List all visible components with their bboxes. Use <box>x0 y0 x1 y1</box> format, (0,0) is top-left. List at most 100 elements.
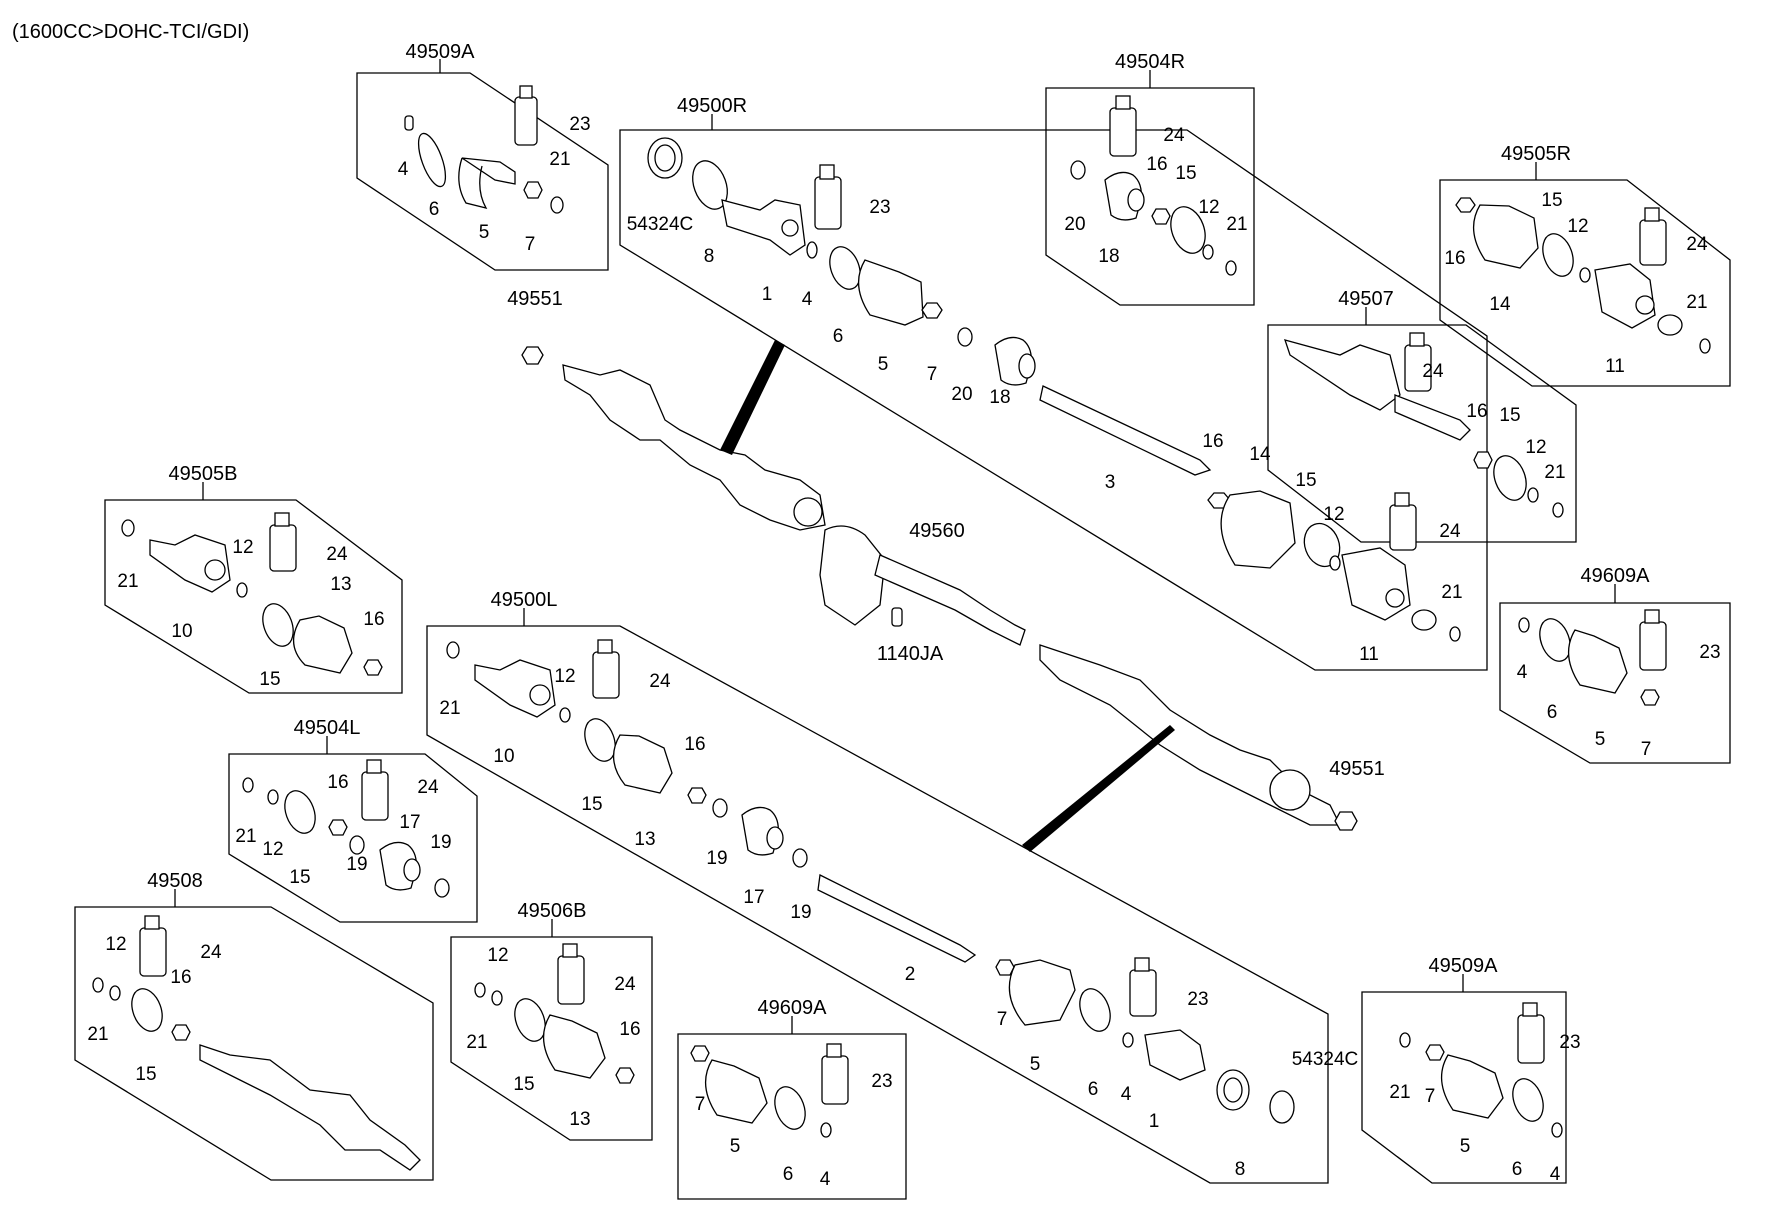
part-callout-c57: 13 <box>634 829 655 850</box>
part-callout-c1: 4 <box>398 159 409 180</box>
part-callout-c44: 21 <box>117 571 138 592</box>
part-callout-c10: 23 <box>869 197 890 218</box>
group-title-g4: 49505R <box>1501 143 1571 165</box>
part-callout-c80: 19 <box>346 854 367 875</box>
group-frames <box>74 72 1731 1200</box>
part-callout-c54: 10 <box>493 746 514 767</box>
main-part-label-m2: 49560 <box>909 520 965 542</box>
group-title-g11: 49506B <box>518 900 587 922</box>
part-callout-c28: 20 <box>1064 214 1085 235</box>
part-callout-c31: 21 <box>1226 214 1247 235</box>
part-callout-c7: 54324C <box>627 214 694 235</box>
part-callout-c88: 12 <box>487 945 508 966</box>
part-callout-c64: 23 <box>1187 989 1208 1010</box>
main-part-label-m4: 49551 <box>1329 758 1385 780</box>
group-title-g6: 49505B <box>169 463 238 485</box>
part-drawings <box>92 85 1711 1171</box>
part-callout-c102: 5 <box>1460 1136 1471 1157</box>
part-callout-c56: 15 <box>581 794 602 815</box>
part-callout-c24: 11 <box>1359 644 1379 665</box>
part-callout-c59: 17 <box>743 887 764 908</box>
part-callout-c33: 12 <box>1567 216 1588 237</box>
part-callout-c15: 20 <box>951 384 972 405</box>
part-callout-c43: 21 <box>1544 462 1565 483</box>
part-callout-c83: 12 <box>105 934 126 955</box>
part-callout-c75: 16 <box>327 772 348 793</box>
part-callout-c96: 5 <box>730 1136 741 1157</box>
part-callout-c8: 8 <box>704 246 715 267</box>
part-callout-c16: 18 <box>989 387 1010 408</box>
part-callout-c48: 13 <box>330 574 351 595</box>
part-callout-c2: 6 <box>429 199 440 220</box>
part-callout-c32: 15 <box>1541 190 1562 211</box>
part-callout-c50: 15 <box>259 669 280 690</box>
part-callout-c87: 15 <box>135 1064 156 1085</box>
part-callout-c68: 54324C <box>1292 1049 1359 1070</box>
part-callout-c26: 16 <box>1146 154 1167 175</box>
group-title-g5: 49507 <box>1338 288 1394 310</box>
part-callout-c36: 14 <box>1489 294 1511 315</box>
part-callout-c99: 21 <box>1389 1082 1410 1103</box>
group-title-g3: 49504R <box>1115 51 1185 73</box>
part-callout-c23: 21 <box>1441 582 1462 603</box>
part-callout-c104: 4 <box>1550 1164 1561 1185</box>
part-callout-c18: 16 <box>1202 431 1223 452</box>
part-callout-c52: 12 <box>554 666 575 687</box>
part-callout-c67: 1 <box>1149 1111 1160 1132</box>
part-callout-c58: 19 <box>706 848 727 869</box>
part-callout-c46: 24 <box>326 544 348 565</box>
part-callout-c5: 21 <box>549 149 570 170</box>
part-callout-c22: 24 <box>1439 521 1461 542</box>
part-callout-c20: 15 <box>1295 470 1316 491</box>
part-callout-c12: 6 <box>833 326 844 347</box>
part-callout-c77: 21 <box>235 826 256 847</box>
part-callout-c79: 17 <box>399 812 420 833</box>
part-callout-c97: 6 <box>783 1164 794 1185</box>
part-callout-c29: 18 <box>1098 246 1119 267</box>
part-callout-c65: 6 <box>1088 1079 1099 1100</box>
part-callout-c30: 12 <box>1198 197 1219 218</box>
group-title-g9: 49504L <box>294 717 361 739</box>
part-callout-c45: 12 <box>232 537 253 558</box>
group-title-g7: 49500L <box>491 589 558 611</box>
part-callout-c55: 16 <box>684 734 705 755</box>
part-callout-c14: 7 <box>927 364 938 385</box>
group-title-g2: 49500R <box>677 95 747 117</box>
part-callout-c91: 16 <box>619 1019 640 1040</box>
part-callout-c100: 7 <box>1425 1086 1436 1107</box>
part-callout-c49: 16 <box>363 609 384 630</box>
part-callout-c61: 2 <box>905 964 916 985</box>
part-callout-c94: 7 <box>695 1094 706 1115</box>
part-callout-c89: 24 <box>614 974 636 995</box>
part-callout-c11: 4 <box>802 289 813 310</box>
part-callout-c74: 7 <box>1641 739 1652 760</box>
part-callout-c85: 16 <box>170 967 191 988</box>
part-callout-c25: 24 <box>1163 125 1185 146</box>
part-callout-c41: 15 <box>1499 405 1520 426</box>
part-callout-c72: 5 <box>1595 729 1606 750</box>
engine-spec-label: (1600CC>DOHC-TCI/GDI) <box>12 21 249 43</box>
part-callout-c3: 5 <box>479 222 490 243</box>
part-callout-c60: 19 <box>790 902 811 923</box>
part-callout-c84: 24 <box>200 942 222 963</box>
main-drive-shafts <box>521 340 1358 852</box>
part-callout-c17: 3 <box>1105 472 1116 493</box>
part-callout-c34: 24 <box>1686 234 1708 255</box>
part-callout-c103: 6 <box>1512 1159 1523 1180</box>
group-title-leaders <box>174 59 1616 1034</box>
part-callout-c4: 7 <box>525 234 536 255</box>
part-callout-c86: 21 <box>87 1024 108 1045</box>
part-callout-c9: 1 <box>762 284 773 305</box>
part-callout-c39: 24 <box>1422 361 1444 382</box>
part-callout-c90: 21 <box>466 1032 487 1053</box>
group-title-g10: 49508 <box>147 870 203 892</box>
part-callout-c37: 21 <box>1686 292 1707 313</box>
main-part-label-m1: 49551 <box>507 288 563 310</box>
part-callout-c63: 5 <box>1030 1054 1041 1075</box>
part-callout-c82: 19 <box>430 832 451 853</box>
part-callout-c35: 16 <box>1444 248 1465 269</box>
part-callout-c92: 15 <box>513 1074 534 1095</box>
part-callout-c6: 23 <box>569 114 590 135</box>
part-callout-c78: 12 <box>262 839 283 860</box>
